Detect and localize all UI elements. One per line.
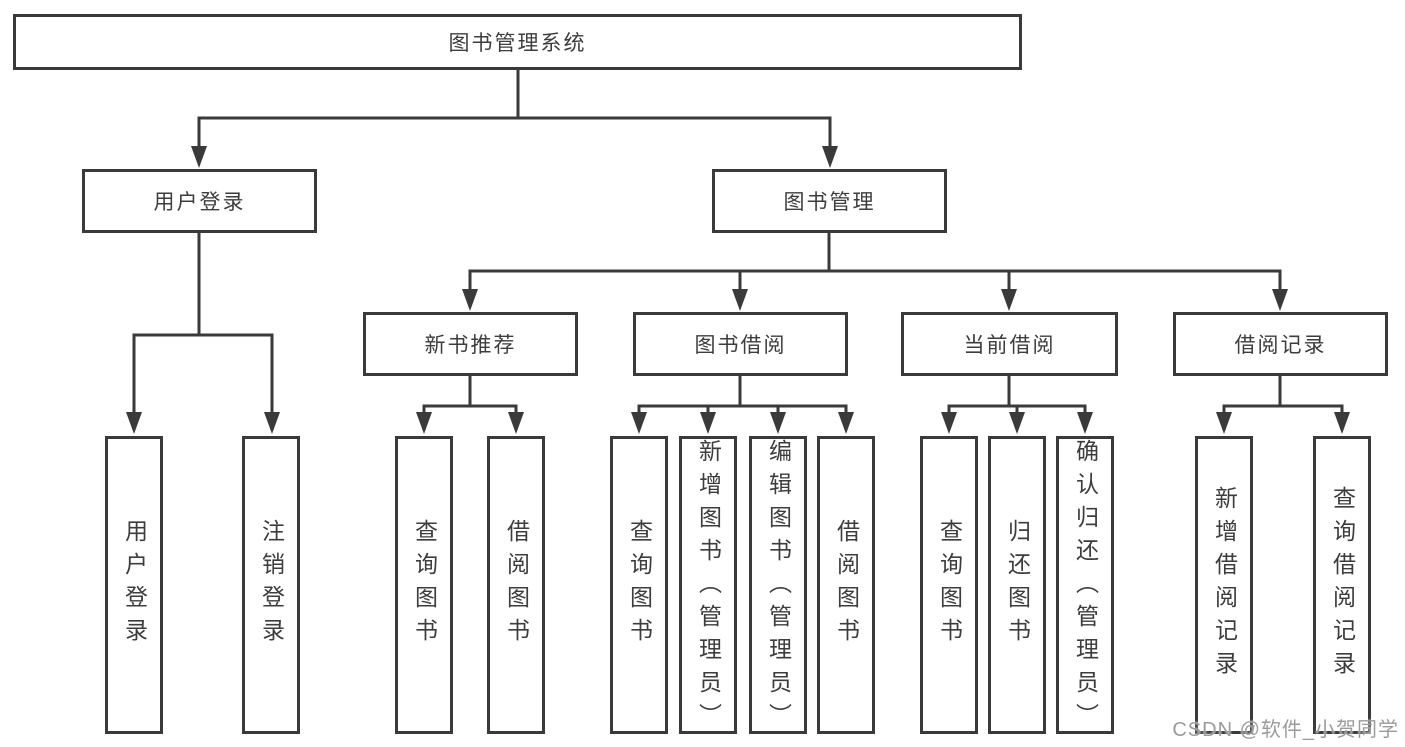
leaf-add-book-admin-label: 新增图书（管理员） (695, 439, 722, 736)
leaf-confirm-return-admin: 确认归还（管理员） (1056, 436, 1114, 736)
node-borrow-records-label: 借阅记录 (1234, 334, 1327, 357)
node-user-login: 用户登录 (82, 169, 317, 233)
leaf-edit-book-admin-label: 编辑图书（管理员） (765, 439, 792, 736)
node-root-system-label: 图书管理系统 (448, 32, 587, 55)
connector-book-borrow-to-leaves (631, 374, 854, 434)
arrowhead (732, 289, 748, 311)
connector-line (947, 374, 1087, 415)
connector-root-to-level2 (191, 68, 838, 168)
leaf-user-login: 用户登录 (105, 436, 163, 734)
arrowhead (1334, 412, 1350, 434)
leaf-borrow-books-label: 借阅图书 (833, 519, 860, 651)
connector-line (1222, 374, 1344, 415)
connector-user-login-to-leaves (126, 231, 280, 434)
arrowhead (508, 412, 524, 434)
arrowhead (416, 412, 432, 434)
leaf-borrow-books-rec: 借阅图书 (487, 436, 545, 734)
arrowhead (191, 146, 207, 168)
arrowhead (700, 412, 716, 434)
leaf-logout: 注销登录 (242, 436, 300, 734)
node-root-system: 图书管理系统 (13, 14, 1022, 70)
connector-line (422, 374, 518, 415)
arrowhead (822, 146, 838, 168)
node-current-borrow-label: 当前借阅 (963, 334, 1056, 357)
connector-line (468, 231, 1282, 292)
leaf-query-books-current: 查询图书 (920, 436, 978, 734)
node-borrow-records: 借阅记录 (1173, 312, 1388, 376)
connector-line (132, 231, 274, 415)
node-user-login-label: 用户登录 (153, 191, 246, 214)
connector-line (197, 68, 832, 149)
leaf-query-books-borrow: 查询图书 (610, 436, 668, 734)
arrowhead (1216, 412, 1232, 434)
leaf-confirm-return-admin-label: 确认归还（管理员） (1072, 439, 1099, 736)
arrowhead (941, 412, 957, 434)
node-new-book-rec-label: 新书推荐 (424, 334, 517, 357)
node-book-borrow-label: 图书借阅 (694, 334, 787, 357)
arrowhead (1009, 412, 1025, 434)
leaf-user-login-label: 用户登录 (121, 519, 148, 651)
leaf-query-books-borrow-label: 查询图书 (626, 519, 653, 651)
arrowhead (462, 289, 478, 311)
arrowhead (1272, 289, 1288, 311)
node-new-book-rec: 新书推荐 (363, 312, 578, 376)
leaf-query-borrow-record: 查询借阅记录 (1313, 436, 1371, 734)
leaf-return-books-label: 归还图书 (1004, 519, 1031, 651)
connector-new-book-rec-to-leaves (416, 374, 524, 434)
leaf-query-books-current-label: 查询图书 (936, 519, 963, 651)
connector-current-borrow-to-leaves (941, 374, 1093, 434)
connector-book-mgmt-to-level3 (462, 231, 1288, 311)
arrowhead (1001, 289, 1017, 311)
connector-borrow-records-to-leaves (1216, 374, 1350, 434)
arrowhead (1077, 412, 1093, 434)
arrowhead (770, 412, 786, 434)
leaf-query-books-rec-label: 查询图书 (411, 519, 438, 651)
leaf-logout-label: 注销登录 (258, 519, 285, 651)
leaf-return-books: 归还图书 (988, 436, 1046, 734)
watermark: CSDN @软件_小贺同学 (1172, 719, 1399, 741)
node-book-mgmt-label: 图书管理 (783, 191, 876, 214)
leaf-add-borrow-record: 新增借阅记录 (1195, 436, 1253, 734)
leaf-query-borrow-record-label: 查询借阅记录 (1329, 486, 1356, 684)
leaf-add-borrow-record-label: 新增借阅记录 (1211, 486, 1238, 684)
leaf-borrow-books: 借阅图书 (817, 436, 875, 734)
arrowhead (631, 412, 647, 434)
leaf-add-book-admin: 新增图书（管理员） (679, 436, 737, 736)
node-book-mgmt: 图书管理 (712, 169, 947, 233)
leaf-borrow-books-rec-label: 借阅图书 (503, 519, 530, 651)
node-book-borrow: 图书借阅 (633, 312, 848, 376)
leaf-query-books-rec: 查询图书 (395, 436, 453, 734)
leaf-edit-book-admin: 编辑图书（管理员） (749, 436, 807, 736)
arrowhead (126, 412, 142, 434)
arrowhead (264, 412, 280, 434)
node-current-borrow: 当前借阅 (901, 312, 1118, 376)
connector-line (637, 374, 848, 415)
arrowhead (838, 412, 854, 434)
